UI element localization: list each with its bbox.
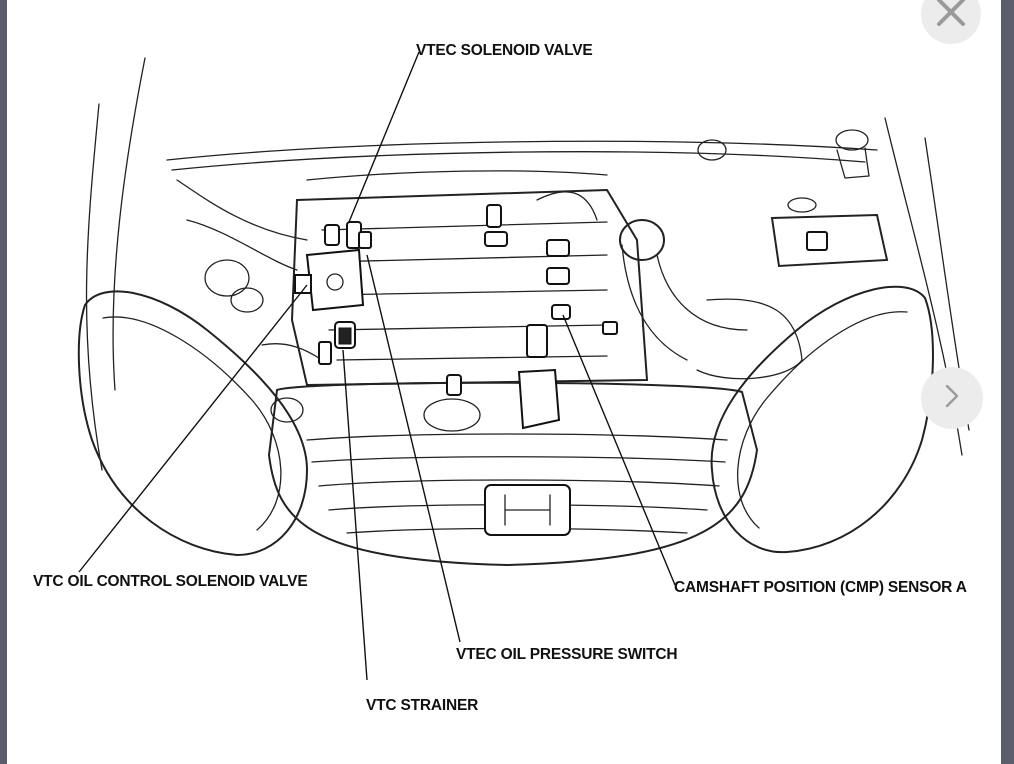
cmp-sensor-a	[517, 239, 618, 430]
chevron-right-icon	[944, 383, 960, 414]
next-image-button[interactable]	[921, 367, 983, 429]
left-components	[176, 179, 323, 361]
leader-lines	[78, 51, 676, 681]
vtc-strainer	[318, 321, 356, 365]
close-icon	[936, 0, 966, 32]
label-vtc-strainer: VTC STRAINER	[366, 697, 479, 714]
right-headlight	[710, 285, 934, 554]
engine-block	[290, 170, 649, 396]
image-viewer: VTEC SOLENOID VALVE VTC OIL CONTROL SOLE…	[7, 0, 1001, 764]
battery	[770, 129, 889, 268]
hood-outline	[85, 57, 970, 471]
label-camshaft-position-sensor-a: CAMSHAFT POSITION (CMP) SENSOR A	[674, 579, 967, 596]
label-vtec-oil-pressure-switch: VTEC OIL PRESSURE SWITCH	[456, 646, 678, 663]
vtec-solenoid-valve	[324, 221, 372, 249]
air-intake	[619, 139, 803, 380]
vtc-oil-control-solenoid-valve	[294, 248, 365, 312]
engine-bay-diagram	[77, 51, 970, 681]
grille	[267, 381, 759, 567]
label-vtec-solenoid-valve: VTEC SOLENOID VALVE	[416, 42, 593, 59]
label-vtc-oil-control-solenoid-valve: VTC OIL CONTROL SOLENOID VALVE	[33, 573, 308, 590]
